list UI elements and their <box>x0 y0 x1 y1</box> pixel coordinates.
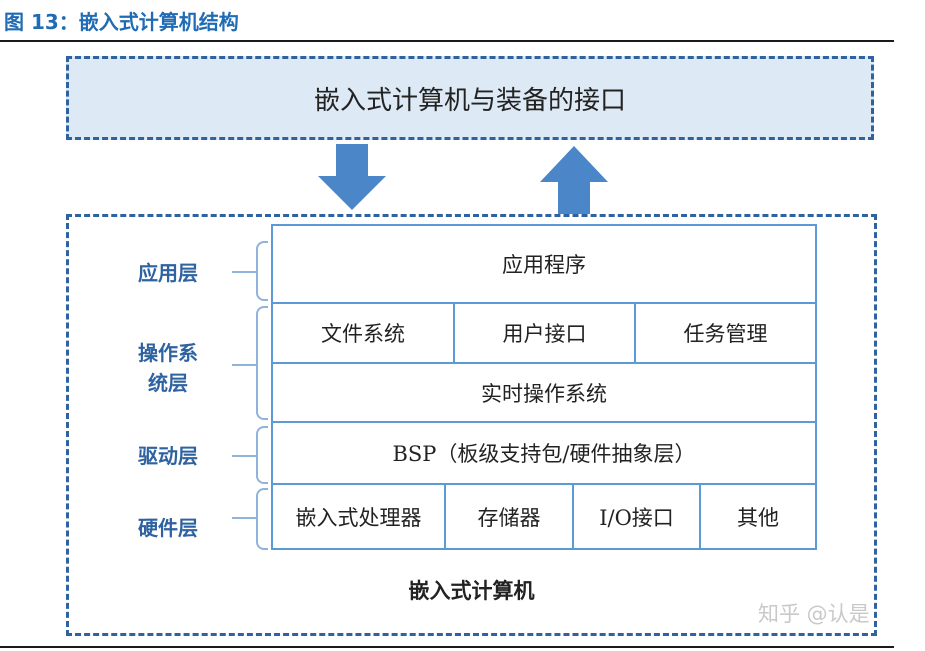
os-layer-label-line2: 统层 <box>148 371 188 395</box>
top-rule <box>0 40 894 42</box>
embedded-computer-box <box>66 214 877 636</box>
application-layer-brace <box>256 241 268 301</box>
interface-box: 嵌入式计算机与装备的接口 <box>66 56 874 140</box>
cell-memory: 存储器 <box>444 483 574 550</box>
bottom-rule <box>0 646 894 648</box>
cell-processor: 嵌入式处理器 <box>271 483 446 550</box>
interface-label: 嵌入式计算机与装备的接口 <box>313 85 626 116</box>
os-layer-connector <box>232 364 256 366</box>
figure-title: 图 13：嵌入式计算机结构 <box>4 10 239 34</box>
cell-rtos: 实时操作系统 <box>271 362 817 423</box>
os-layer-label-line1: 操作系 <box>138 341 198 365</box>
driver-layer-connector <box>232 455 256 457</box>
driver-layer-brace <box>256 426 268 484</box>
hardware-layer-connector <box>232 517 256 519</box>
cell-other: 其他 <box>699 483 817 550</box>
hardware-layer-label: 硬件层 <box>138 516 198 540</box>
hardware-layer-brace <box>256 488 268 550</box>
cell-application-program: 应用程序 <box>271 224 817 304</box>
watermark: 知乎 @认是 <box>758 602 870 626</box>
cell-bsp: BSP（板级支持包/硬件抽象层） <box>271 421 817 485</box>
down-arrow-icon <box>318 144 386 210</box>
cell-io-interface: I/O接口 <box>572 483 701 550</box>
up-arrow-icon <box>540 146 608 214</box>
cell-file-system: 文件系统 <box>271 302 455 364</box>
embedded-computer-label: 嵌入式计算机 <box>408 579 535 603</box>
os-layer-label: 操作系 统层 <box>118 338 218 398</box>
application-layer-label: 应用层 <box>138 261 198 285</box>
cell-user-interface: 用户接口 <box>453 302 636 364</box>
cell-task-management: 任务管理 <box>634 302 817 364</box>
driver-layer-label: 驱动层 <box>138 444 198 468</box>
os-layer-brace <box>256 306 268 420</box>
application-layer-connector <box>232 271 256 273</box>
